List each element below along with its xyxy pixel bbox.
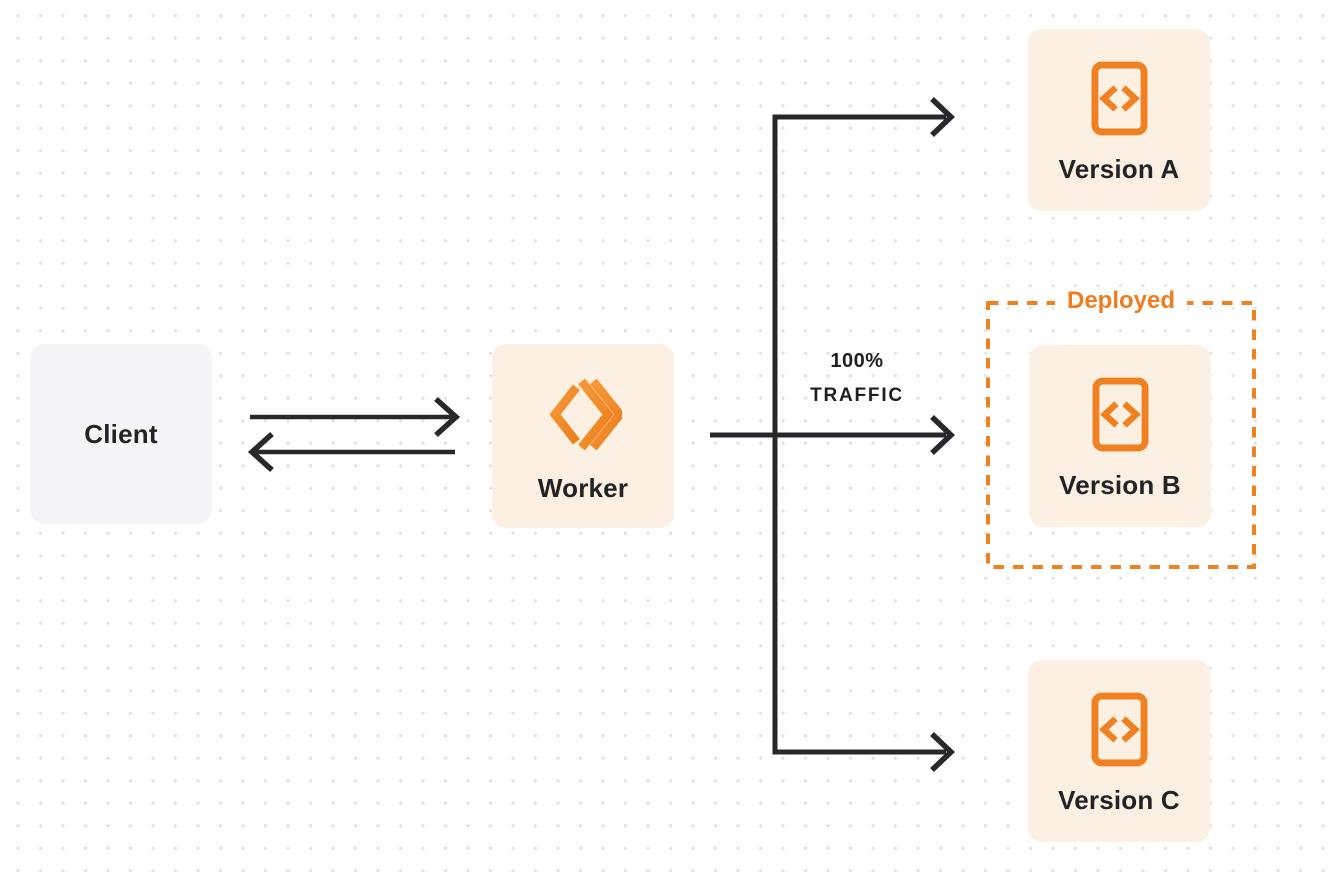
arrowhead-version-b-icon — [930, 415, 955, 455]
traffic-percentage: 100% — [830, 350, 884, 372]
client-node: Client — [30, 344, 212, 524]
version-b-node: Version B — [1029, 345, 1211, 527]
workers-logo-icon — [544, 376, 622, 453]
deployed-badge: Deployed — [1054, 286, 1188, 316]
traffic-branch-trunk — [772, 114, 946, 755]
worker-label: Worker — [537, 472, 629, 503]
version-b-label: Version B — [1059, 469, 1181, 500]
arrowhead-left-icon — [247, 431, 274, 473]
code-file-icon — [1090, 61, 1148, 136]
code-file-icon — [1091, 377, 1149, 452]
arrowhead-version-c-icon — [930, 732, 955, 772]
arrowhead-version-a-icon — [930, 97, 955, 137]
traffic-annotation: 100% TRAFFIC — [792, 351, 922, 405]
version-c-node: Version C — [1028, 660, 1210, 842]
worker-node: Worker — [492, 344, 674, 528]
code-file-icon — [1090, 692, 1148, 767]
version-a-label: Version A — [1058, 153, 1180, 184]
arrowhead-right-icon — [434, 396, 461, 438]
traffic-word: TRAFFIC — [810, 385, 904, 406]
version-a-node: Version A — [1028, 29, 1210, 211]
client-label: Client — [84, 419, 158, 449]
version-c-label: Version C — [1058, 784, 1180, 815]
